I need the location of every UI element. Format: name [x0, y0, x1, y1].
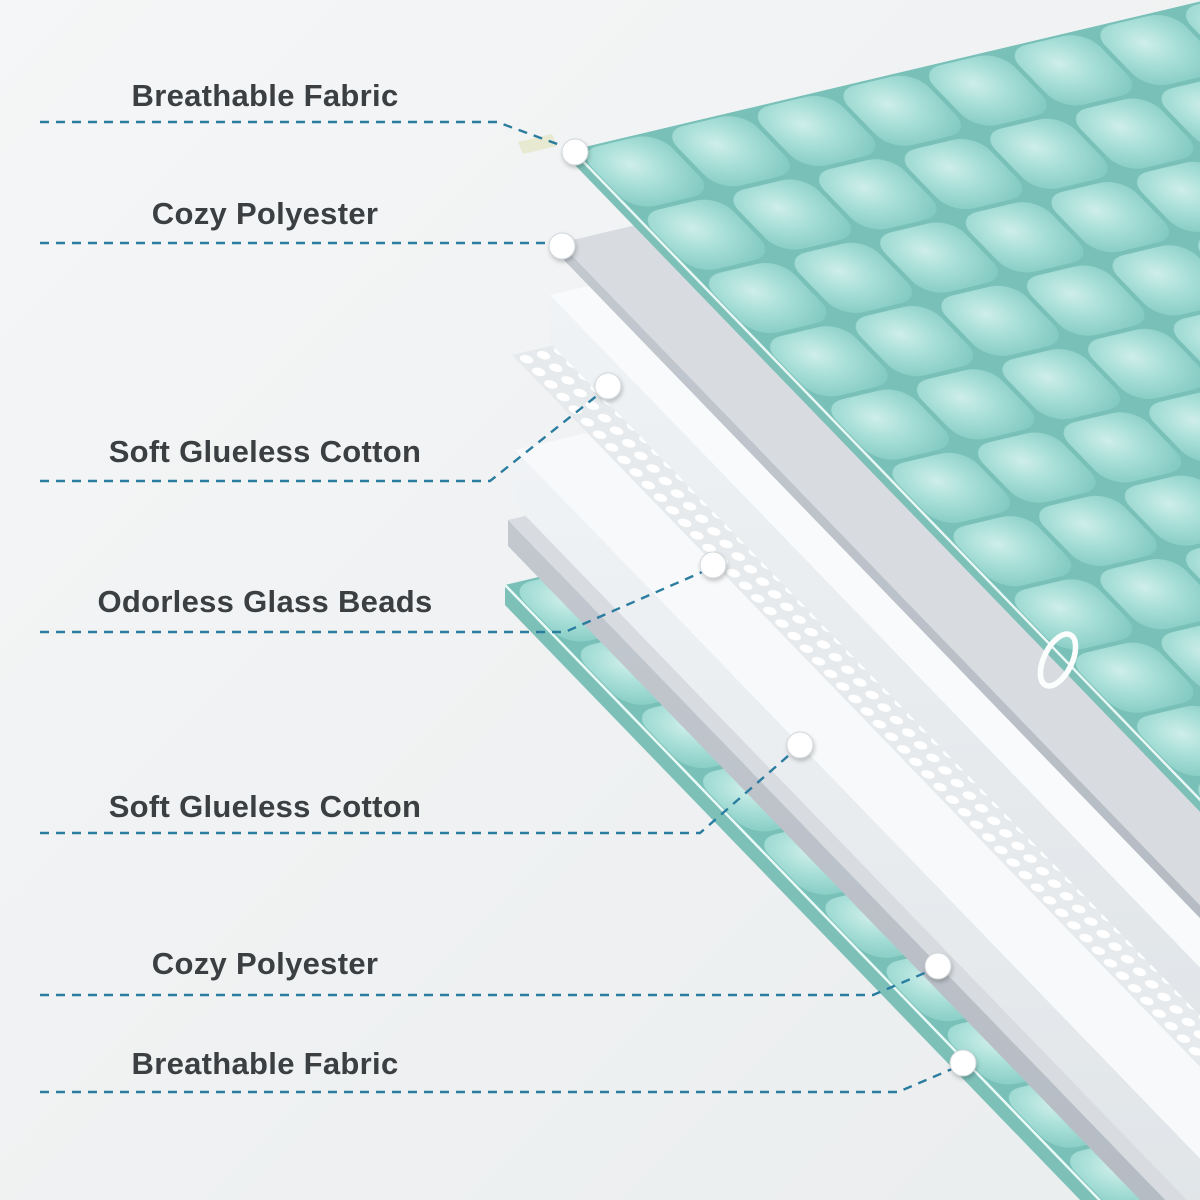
- leader-line-cozy-polyester-bottom: [40, 967, 935, 997]
- marker-cozy-polyester-top: [548, 232, 576, 260]
- label-breathable-fabric-bottom: Breathable Fabric: [131, 1046, 399, 1081]
- leader-line-soft-glueless-cotton-bottom: [40, 748, 797, 835]
- label-cozy-polyester-bottom: Cozy Polyester: [151, 946, 379, 981]
- marker-soft-glueless-cotton-bottom: [786, 731, 814, 759]
- leader-line-breathable-fabric-top: [40, 120, 572, 151]
- leader-line-breathable-fabric-bottom: [40, 1064, 960, 1094]
- label-soft-glueless-cotton-bottom: Soft Glueless Cotton: [108, 789, 422, 824]
- zipper-cord-icon: [1037, 631, 1079, 689]
- leader-lines: [40, 120, 960, 1094]
- layer-breathable-fabric-top: [518, 1, 1200, 812]
- marker-odorless-glass-beads: [699, 551, 727, 579]
- marker-breathable-fabric-bottom: [949, 1049, 977, 1077]
- marker-soft-glueless-cotton-top: [594, 372, 622, 400]
- leader-line-odorless-glass-beads: [40, 567, 710, 634]
- marker-breathable-fabric-top: [561, 138, 589, 166]
- label-breathable-fabric-top: Breathable Fabric: [131, 78, 399, 113]
- label-cozy-polyester-top: Cozy Polyester: [151, 196, 379, 231]
- marker-cozy-polyester-bottom: [924, 952, 952, 980]
- leader-line-soft-glueless-cotton-top: [40, 389, 605, 483]
- fabric-tag: [518, 134, 557, 154]
- label-odorless-glass-beads: Odorless Glass Beads: [97, 584, 433, 619]
- layer-markers: [548, 138, 977, 1077]
- label-soft-glueless-cotton-top: Soft Glueless Cotton: [108, 434, 422, 469]
